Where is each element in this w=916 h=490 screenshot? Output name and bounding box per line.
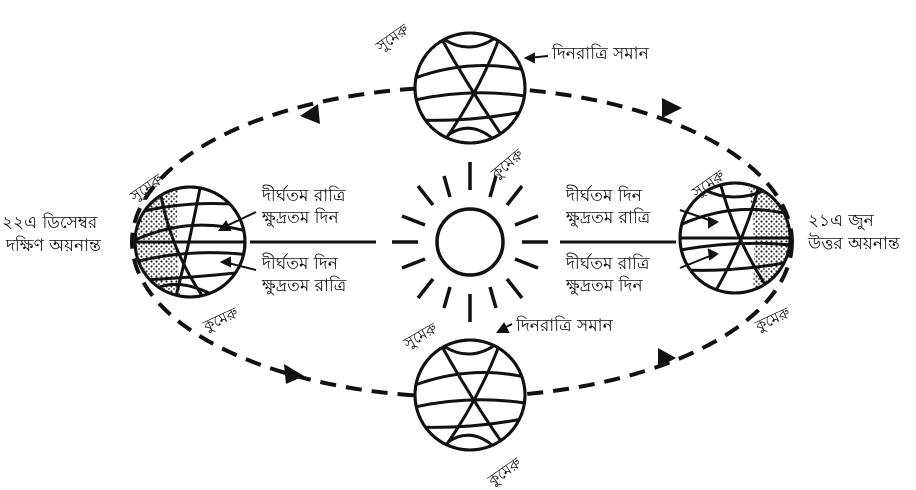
globe-top [415,33,525,143]
bottom-equinox-label: দিনরাত্রি সমান [516,316,613,336]
left-lower-label-2: ক্ষুদ্রতম রাত্রি [262,276,346,296]
right-date-line1: ২১এ জুন [808,211,874,231]
right-lower-label-1: দীর্ঘতম রাত্রি [566,254,650,274]
top-equinox-label: দিনরাত্রি সমান [552,44,649,64]
left-upper-label-2: ক্ষুদ্রতম দিন [262,208,339,228]
arrow-bottom-left [284,364,304,384]
globe-right [676,180,795,296]
left-date-line2: দক্ষিণ অয়নান্ত [6,236,101,256]
left-lower-label-1: দীর্ঘতম দিন [262,254,338,274]
right-upper-label-1: দীর্ঘতম দিন [566,186,642,206]
globe-bottom [415,340,525,450]
sun-icon [392,162,548,322]
right-lower-label-2: ক্ষুদ্রতম দিন [566,276,643,296]
right-upper-label-2: ক্ষুদ্রতম রাত্রি [566,208,650,228]
globe-left [135,187,250,300]
left-upper-label-1: দীর্ঘতম রাত্রি [262,186,346,206]
left-date-line1: ২২এ ডিসেম্বর [2,213,97,233]
right-date-line2: উত্তর অয়নান্ত [808,234,900,254]
arrow-top-right [662,98,682,118]
